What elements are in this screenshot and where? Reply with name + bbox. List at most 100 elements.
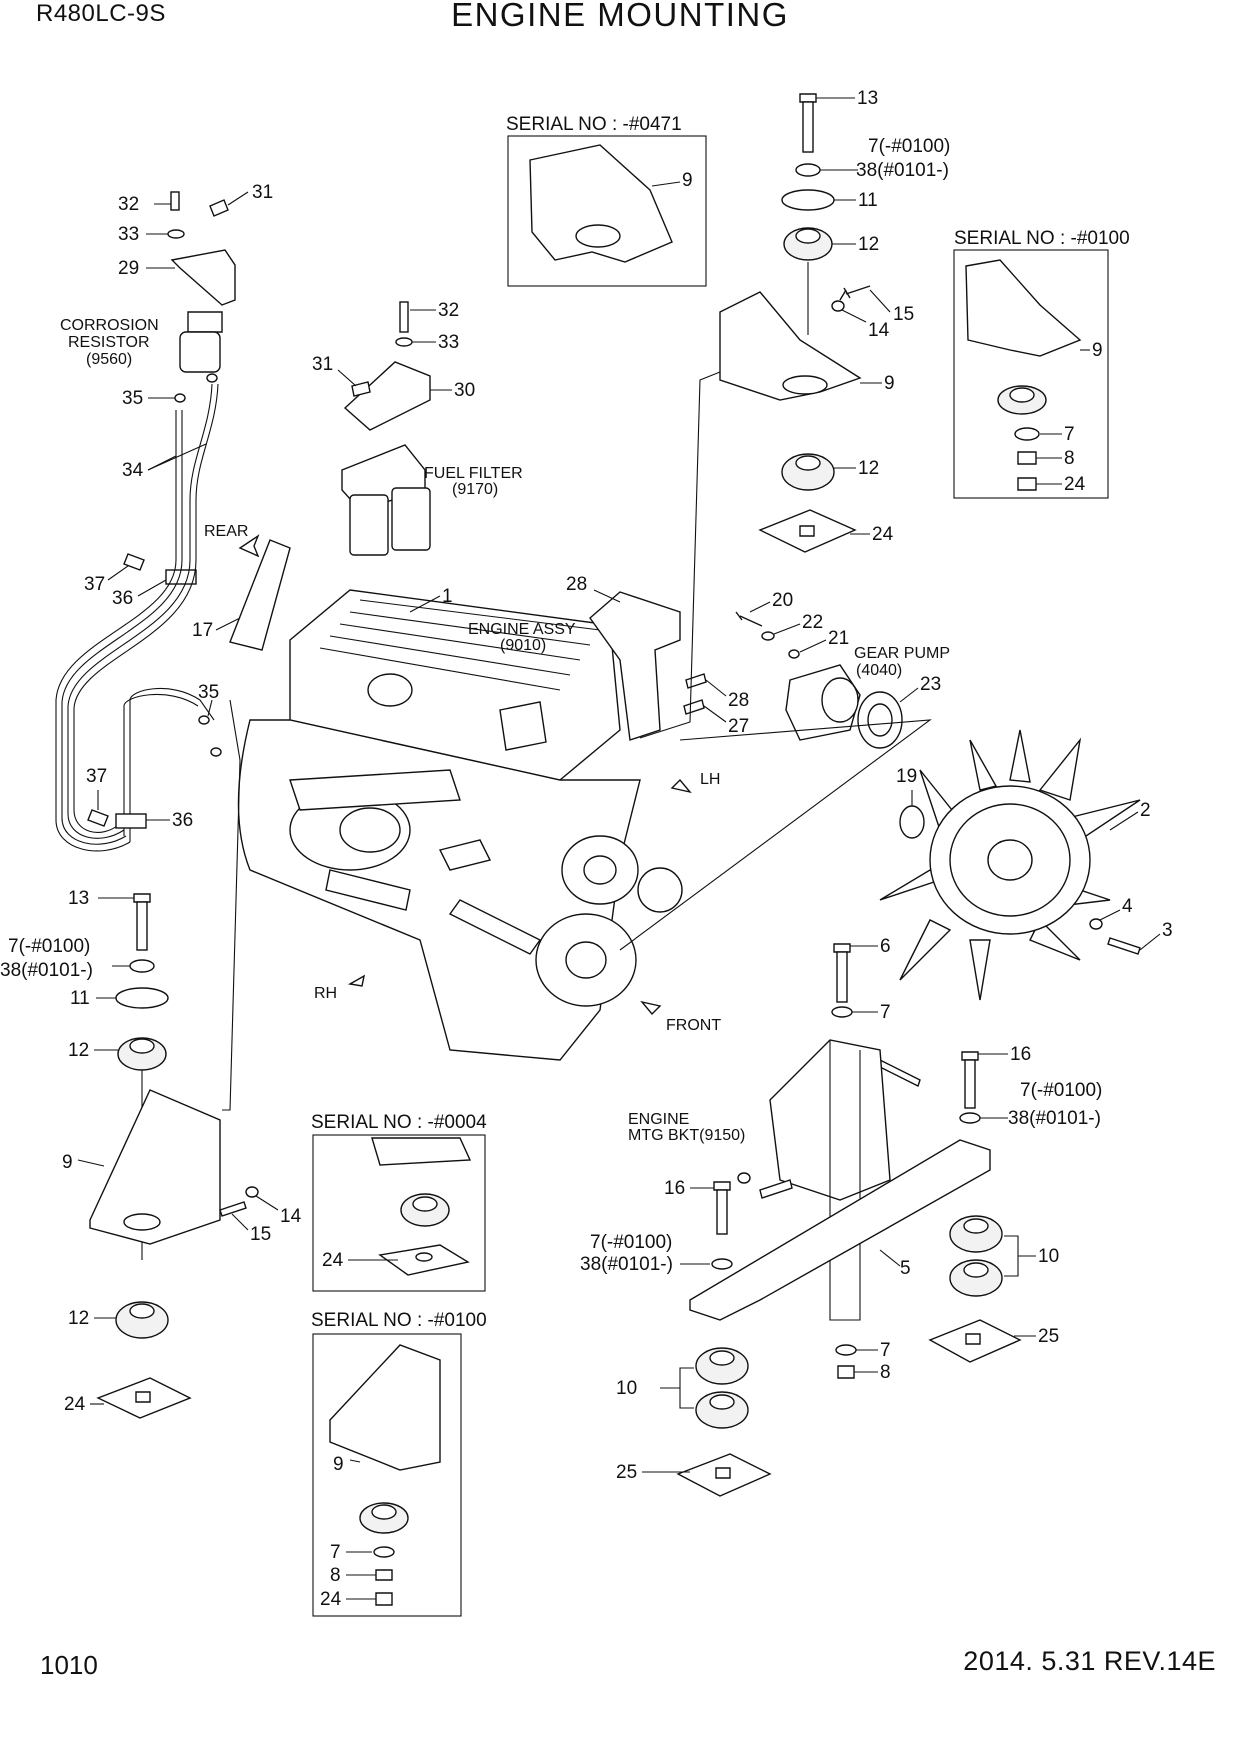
callout-23: 23 — [920, 674, 941, 695]
callout-35-lower: 35 — [198, 682, 219, 703]
serial-box-mid-label: SERIAL NO : -#0004 — [311, 1112, 487, 1133]
callout-38-center-lower: 38(#0101-) — [580, 1254, 673, 1275]
callout-7-center-lower: 7(-#0100) — [590, 1232, 672, 1253]
callout-12-left-lower: 12 — [68, 1308, 89, 1329]
lh-arrow-icon — [670, 778, 692, 794]
callout-21: 21 — [828, 628, 849, 649]
callout-20: 20 — [772, 590, 793, 611]
engine-mtg-bkt-label-1: ENGINE — [628, 1111, 689, 1128]
callout-28-bracket: 28 — [566, 574, 587, 595]
callout-37-lower: 37 — [86, 766, 107, 787]
callout-3: 3 — [1162, 920, 1173, 941]
callout-28-bolt: 28 — [728, 690, 749, 711]
callout-30: 30 — [454, 380, 475, 401]
fuel-filter-label-1: FUEL FILTER — [424, 465, 523, 482]
callout-25-right: 25 — [1038, 1326, 1059, 1347]
callout-12-top: 12 — [858, 234, 879, 255]
callout-19: 19 — [896, 766, 917, 787]
callout-2: 2 — [1140, 800, 1151, 821]
gear-pump-assembly: 20 22 21 GEAR PUMP (4040) 23 — [619, 590, 950, 951]
front-arrow-icon — [640, 1000, 662, 1016]
callout-35-left: 35 — [122, 388, 143, 409]
callout-24-bottom-box: 24 — [320, 1589, 342, 1610]
callout-7-center: 7 — [880, 1002, 891, 1023]
direction-rh-label: RH — [314, 985, 337, 1002]
gear-pump-label-2: (4040) — [856, 662, 902, 679]
callout-8-bottom-box: 8 — [330, 1565, 341, 1586]
callout-8-bottom: 8 — [880, 1362, 891, 1383]
serial-box-right-label: SERIAL NO : -#0100 — [954, 228, 1130, 249]
gear-pump-label-1: GEAR PUMP — [854, 645, 950, 662]
callout-37-left: 37 — [84, 574, 105, 595]
engine-mtg-bracket-assembly: 6 7 ENGINE MTG BKT(9150) 16 7(-#0100) 38… — [580, 936, 1102, 1497]
callout-12-top-lower: 12 — [858, 458, 879, 479]
callout-11-top: 11 — [858, 190, 878, 211]
callout-32-fuel: 32 — [438, 300, 459, 321]
callout-38-right: 38(#0101-) — [1008, 1108, 1101, 1129]
left-hose-clamps: 35 37 36 — [86, 682, 241, 1111]
engine-assy-label-2: (9010) — [500, 637, 546, 654]
callout-24-left: 24 — [64, 1394, 86, 1415]
callout-7-bottom: 7 — [880, 1340, 891, 1361]
serial-box-bottom: SERIAL NO : -#0100 9 7 8 24 — [311, 1310, 487, 1617]
callout-10-left: 10 — [616, 1378, 637, 1399]
callout-32-left: 32 — [118, 194, 139, 215]
rear-arrow-icon — [238, 534, 260, 558]
callout-34: 34 — [122, 460, 144, 481]
callout-7-top: 7(-#0100) — [868, 136, 950, 157]
direction-indicators: REAR LH RH FRONT — [204, 523, 721, 1034]
page-number: 1010 — [40, 1650, 98, 1680]
callout-27: 27 — [728, 716, 749, 737]
callout-38-top: 38(#0101-) — [856, 160, 949, 181]
left-mount-stack: 13 7(-#0100) 38(#0101-) 11 12 9 14 15 — [0, 888, 302, 1419]
revision-date: 2014. 5.31 REV.14E — [963, 1646, 1216, 1676]
direction-front-label: FRONT — [666, 1017, 721, 1034]
serial-box-top: SERIAL NO : -#0471 9 — [506, 114, 707, 287]
callout-13-top: 13 — [857, 88, 878, 109]
callout-9-left: 9 — [62, 1152, 73, 1173]
callout-38-left: 38(#0101-) — [0, 960, 93, 981]
callout-36-lower: 36 — [172, 810, 193, 831]
callout-24-mid-box: 24 — [322, 1250, 344, 1271]
direction-lh-label: LH — [700, 771, 720, 788]
engine-assy-label-1: ENGINE ASSY — [468, 621, 576, 638]
fuel-filter-label-2: (9170) — [452, 481, 498, 498]
serial-box-bottom-label: SERIAL NO : -#0100 — [311, 1310, 487, 1331]
serial-box-mid: SERIAL NO : -#0004 24 — [311, 1112, 487, 1292]
callout-14-left: 14 — [280, 1206, 302, 1227]
callout-8-right-box: 8 — [1064, 448, 1075, 469]
callout-11-left: 11 — [70, 988, 90, 1009]
callout-33-left: 33 — [118, 224, 139, 245]
callout-9-bottom-box: 9 — [333, 1454, 344, 1475]
model-number: R480LC-9S — [36, 0, 166, 27]
callout-12-left: 12 — [68, 1040, 89, 1061]
callout-6: 6 — [880, 936, 891, 957]
corrosion-resistor-label-1: CORROSION — [60, 317, 159, 334]
engine-mtg-bkt-label-2: MTG BKT(9150) — [628, 1127, 745, 1144]
callout-9-top-box: 9 — [682, 170, 693, 191]
callout-36-left: 36 — [112, 588, 133, 609]
bracket-28-group: 28 28 27 — [566, 371, 749, 741]
callout-14-top: 14 — [868, 320, 890, 341]
callout-24-top: 24 — [872, 524, 894, 545]
callout-31-fuel: 31 — [312, 354, 333, 375]
callout-15-top: 15 — [893, 304, 914, 325]
callout-29: 29 — [118, 258, 139, 279]
top-mount-stack: 13 7(-#0100) 38(#0101-) 11 12 15 14 9 — [719, 88, 950, 553]
callout-7-right-box: 7 — [1064, 424, 1075, 445]
callout-9-top: 9 — [884, 373, 895, 394]
callout-1: 1 — [442, 586, 453, 607]
page-title: ENGINE MOUNTING — [451, 0, 789, 33]
callout-24-right-box: 24 — [1064, 474, 1086, 495]
cooling-fan-assembly: 19 2 4 3 — [879, 729, 1173, 1001]
fuel-filter-assembly: 32 33 30 31 FUEL FILTER (9170) — [312, 300, 523, 556]
callout-22: 22 — [802, 612, 823, 633]
callout-17: 17 — [192, 620, 213, 641]
callout-7-left: 7(-#0100) — [8, 936, 90, 957]
direction-rear-label: REAR — [204, 523, 248, 540]
callout-9-right-box: 9 — [1092, 340, 1103, 361]
callout-16-right: 16 — [1010, 1044, 1031, 1065]
corrosion-resistor-label-2: RESISTOR — [68, 334, 150, 351]
